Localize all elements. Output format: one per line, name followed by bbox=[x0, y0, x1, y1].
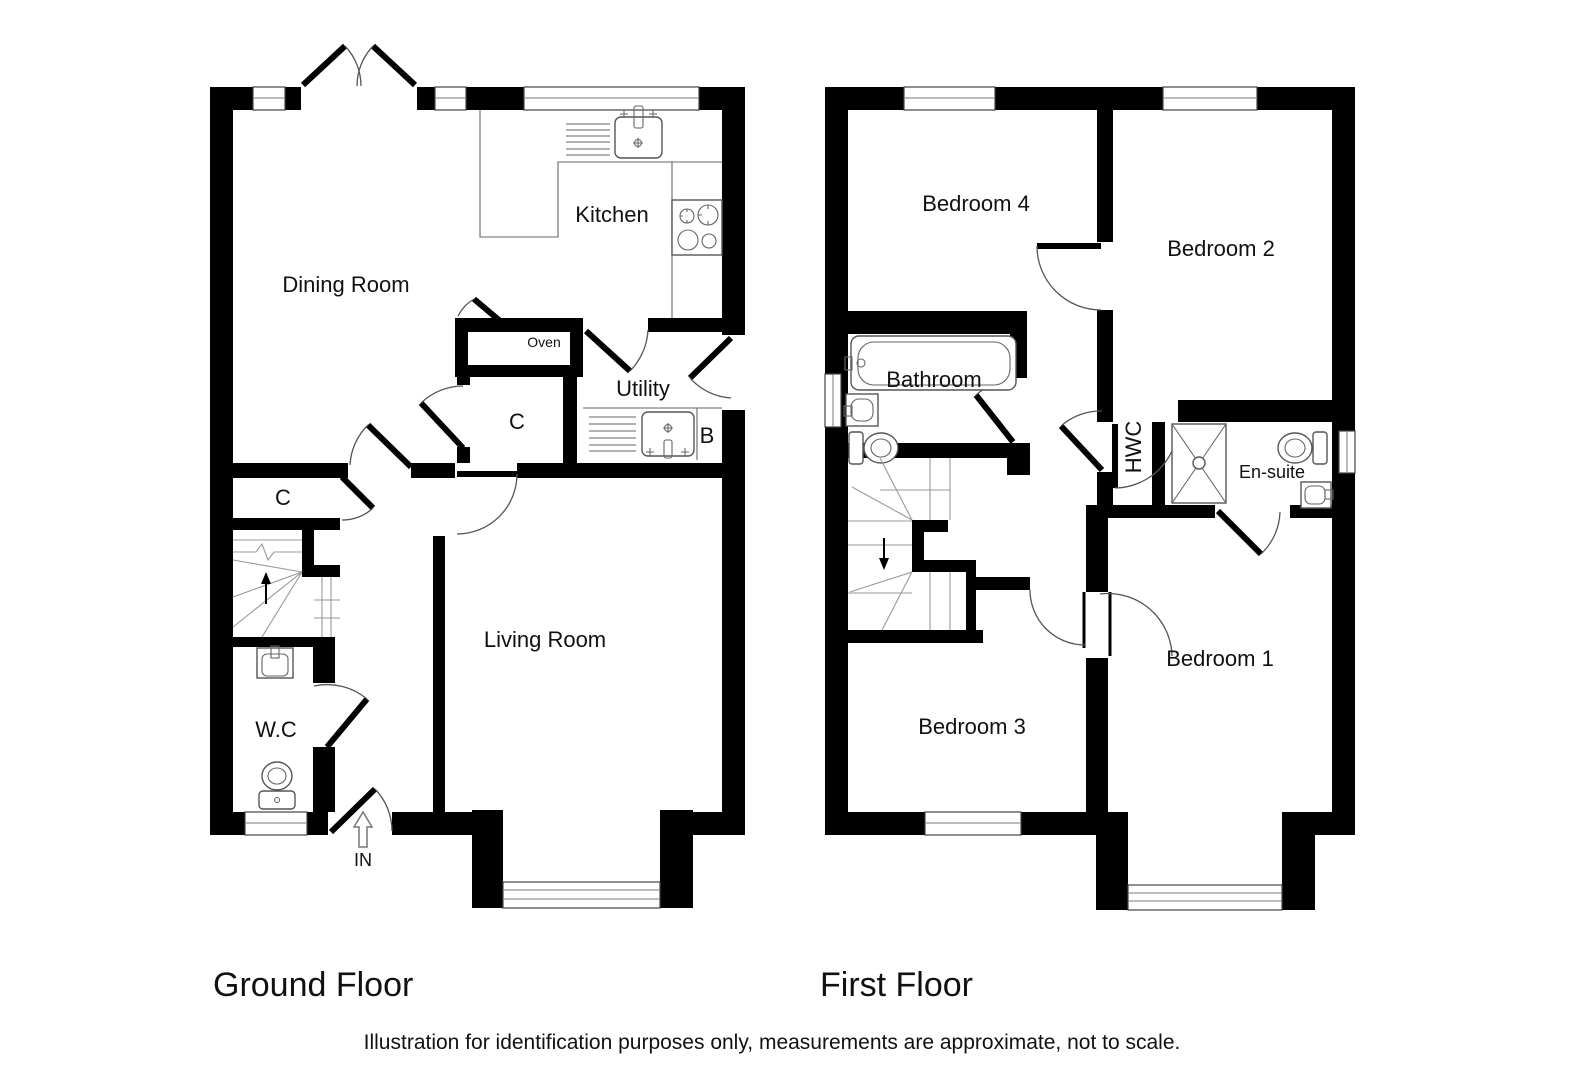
living-bay-window bbox=[502, 881, 661, 909]
boiler-label: B bbox=[700, 423, 715, 448]
wc-window bbox=[244, 811, 308, 836]
hall-cupboard-label: C bbox=[509, 409, 525, 434]
utility-counter-icon bbox=[583, 407, 722, 460]
kitchen-utility-door bbox=[583, 328, 649, 374]
ground-doors bbox=[300, 43, 734, 835]
hwc-door bbox=[1058, 410, 1105, 473]
bedroom1-label: Bedroom 1 bbox=[1166, 646, 1274, 671]
first-floor-title: First Floor bbox=[820, 966, 973, 1004]
bedroom4-door bbox=[1036, 243, 1102, 311]
first-stairs bbox=[848, 457, 951, 631]
wc-toilet-icon bbox=[258, 761, 296, 810]
ground-floor-title: Ground Floor bbox=[213, 966, 413, 1004]
bedroom3-door bbox=[1029, 589, 1086, 648]
kitchen-label: Kitchen bbox=[575, 202, 648, 227]
ground-windows bbox=[244, 86, 700, 909]
first-fixtures bbox=[843, 335, 1334, 631]
first-doors bbox=[973, 243, 1281, 657]
kitchen-window-small bbox=[434, 86, 467, 111]
bathroom-sink-icon bbox=[843, 393, 879, 427]
kitchen-drainer-icon bbox=[566, 123, 610, 156]
kitchen-window-wide bbox=[523, 86, 700, 111]
bathroom-label: Bathroom bbox=[886, 367, 981, 392]
ground-walls bbox=[210, 87, 745, 908]
bedroom1-door bbox=[1099, 592, 1173, 657]
living-room-door bbox=[456, 471, 518, 535]
shower-icon bbox=[1171, 423, 1227, 504]
hall-cupboard-door bbox=[418, 385, 466, 451]
utility-sink-icon bbox=[641, 411, 695, 459]
oven-label: Oven bbox=[527, 334, 560, 350]
first-labels: Bedroom 4 Bedroom 2 Bathroom HWC En-suit… bbox=[886, 191, 1305, 739]
first-walls bbox=[825, 87, 1355, 910]
bath-icon bbox=[844, 335, 1017, 391]
ensuite-sink-icon bbox=[1300, 481, 1334, 509]
ground-fixtures bbox=[232, 105, 723, 848]
ensuite-toilet-icon bbox=[1277, 431, 1328, 465]
utility-back-door bbox=[687, 335, 734, 399]
left-cupboard-door bbox=[339, 474, 376, 521]
front-door bbox=[328, 786, 393, 835]
entrance-arrow-icon bbox=[352, 810, 374, 848]
entrance-label: IN bbox=[354, 850, 372, 870]
utility-drainer-icon bbox=[589, 416, 636, 452]
wc-door bbox=[313, 683, 370, 749]
bedroom4-window bbox=[903, 86, 996, 111]
wc-label: W.C bbox=[255, 717, 297, 742]
bedroom2-window bbox=[1162, 86, 1258, 111]
captions: Ground Floor First Floor Illustration fo… bbox=[213, 966, 1180, 1054]
disclaimer-note: Illustration for identification purposes… bbox=[364, 1031, 1181, 1054]
ground-labels: Dining Room Kitchen Oven Utility C B C L… bbox=[255, 202, 714, 870]
dining-hall-door bbox=[349, 422, 414, 470]
bedroom2-label: Bedroom 2 bbox=[1167, 236, 1275, 261]
bathroom-toilet-icon bbox=[848, 431, 899, 465]
ground-floor-plan: Dining Room Kitchen Oven Utility C B C L… bbox=[210, 43, 745, 909]
left-cupboard-label: C bbox=[275, 485, 291, 510]
bedroom3-window bbox=[924, 811, 1022, 836]
first-windows bbox=[824, 86, 1356, 911]
hob-icon bbox=[671, 199, 723, 256]
bedroom1-bay-window bbox=[1127, 884, 1283, 911]
ensuite-window bbox=[1338, 430, 1356, 474]
wc-sink-icon bbox=[256, 645, 294, 679]
utility-label: Utility bbox=[616, 376, 670, 401]
ensuite-door bbox=[1215, 508, 1281, 557]
ground-stairs bbox=[232, 539, 340, 638]
living-room-label: Living Room bbox=[484, 627, 606, 652]
bathroom-window bbox=[824, 373, 842, 428]
bedroom3-label: Bedroom 3 bbox=[918, 714, 1026, 739]
dining-room-label: Dining Room bbox=[282, 272, 409, 297]
bedroom4-label: Bedroom 4 bbox=[922, 191, 1030, 216]
kitchen-sink-icon bbox=[614, 105, 663, 159]
ensuite-label: En-suite bbox=[1239, 462, 1305, 482]
patio-door bbox=[300, 43, 418, 88]
first-floor-plan: Bedroom 4 Bedroom 2 Bathroom HWC En-suit… bbox=[824, 86, 1356, 911]
dining-window bbox=[252, 86, 286, 111]
hwc-label: HWC bbox=[1121, 421, 1146, 474]
oven-closet-door bbox=[457, 296, 508, 329]
